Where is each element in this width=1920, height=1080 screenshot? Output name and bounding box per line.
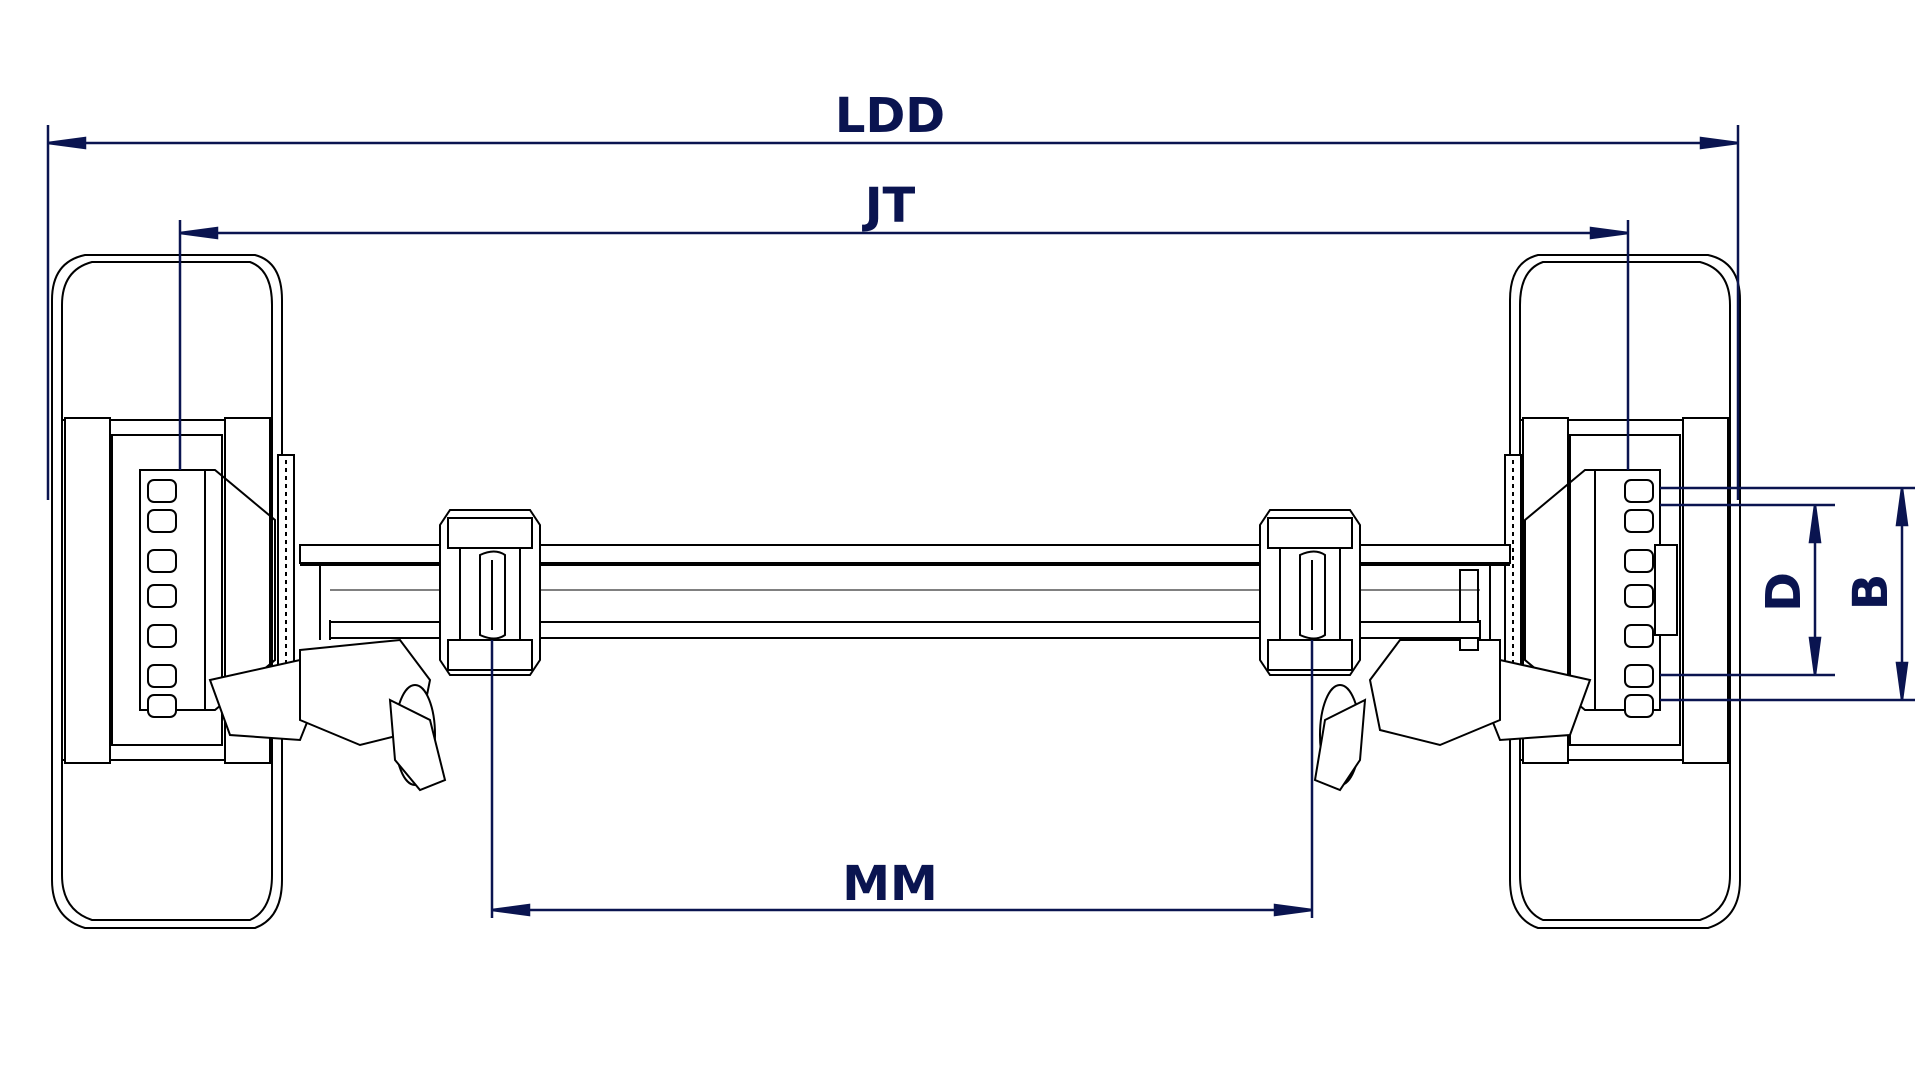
right-tire-inner — [1519, 261, 1731, 921]
mm-dimension — [490, 640, 1314, 918]
left-tire-inner — [61, 261, 273, 921]
b-dimension — [1660, 486, 1915, 702]
jt-dimension — [178, 220, 1630, 470]
left-wheel-studs — [147, 479, 177, 718]
right-spring-seat — [1259, 509, 1361, 676]
jt-label: JT — [862, 178, 916, 234]
axle-beam — [299, 544, 1511, 640]
mm-label: MM — [842, 856, 938, 912]
dimension-lines — [46, 125, 1915, 918]
left-wheel — [51, 254, 447, 929]
left-rim — [64, 417, 111, 764]
d-dimension — [1660, 503, 1835, 677]
right-wheel-studs — [1624, 479, 1654, 718]
left-spring-seat — [439, 509, 541, 676]
ldd-label: LDD — [835, 88, 945, 144]
right-wheel — [1313, 254, 1741, 929]
d-label: D — [1756, 572, 1812, 612]
ldd-dimension — [46, 125, 1740, 500]
b-label: B — [1843, 574, 1899, 611]
